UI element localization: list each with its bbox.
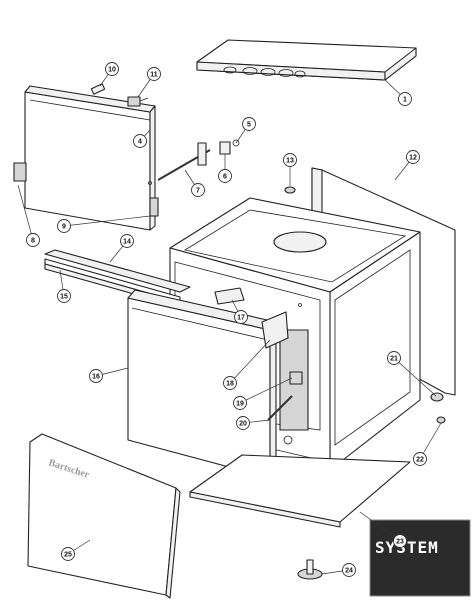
callout-circle xyxy=(120,234,134,248)
callout-number: 12 xyxy=(409,155,417,162)
callout-21: 21 xyxy=(387,351,437,397)
callout-15: 15 xyxy=(57,269,71,303)
callout-circle xyxy=(236,416,250,430)
callout-12: 12 xyxy=(394,150,420,181)
callout-number: 11 xyxy=(150,72,158,79)
latch-part xyxy=(289,371,303,385)
callout-circle xyxy=(191,183,205,197)
hinge-clip xyxy=(219,139,240,155)
leader-line xyxy=(239,377,293,404)
adjustable-foot xyxy=(297,559,323,580)
callout-circle xyxy=(387,351,401,365)
callout-13: 13 xyxy=(283,153,297,186)
callout-circle xyxy=(413,452,427,466)
callout-number: 17 xyxy=(237,315,245,322)
callout-circle xyxy=(233,396,247,410)
callout-circle xyxy=(342,563,356,577)
leader-line xyxy=(63,215,151,227)
callout-circle xyxy=(105,62,119,76)
right-fittings xyxy=(430,392,446,424)
callout-number: 14 xyxy=(123,239,131,246)
callout-circle xyxy=(242,117,256,131)
front-door xyxy=(127,289,277,479)
lower-rod xyxy=(267,395,293,421)
callout-number: 20 xyxy=(239,421,247,428)
callout-circle xyxy=(398,92,412,106)
callout-20: 20 xyxy=(236,416,271,430)
handle-bracket xyxy=(214,287,245,305)
callout-number: 8 xyxy=(31,238,35,245)
callout-circle xyxy=(26,233,40,247)
callout-circle xyxy=(218,169,232,183)
leader-line xyxy=(359,511,401,542)
leader-line xyxy=(229,339,271,384)
callout-8: 8 xyxy=(17,184,40,247)
top-cap-part xyxy=(284,186,296,194)
callout-number: 24 xyxy=(345,568,353,575)
callout-22: 22 xyxy=(413,422,442,466)
callout-9: 9 xyxy=(57,215,151,233)
base-plate xyxy=(189,454,411,528)
callout-circle xyxy=(57,289,71,303)
callout-circle xyxy=(406,150,420,164)
callout-circle xyxy=(61,547,75,561)
callout-circle xyxy=(57,219,71,233)
callout-14: 14 xyxy=(109,234,134,263)
screw-part xyxy=(90,83,106,95)
callout-number: 9 xyxy=(62,224,66,231)
callout-number: 10 xyxy=(108,67,116,74)
callout-17: 17 xyxy=(231,299,248,324)
kick-panel: Bartscher xyxy=(27,433,181,599)
side-bracket xyxy=(261,311,289,349)
watermark-text: SYSTEM xyxy=(375,538,439,557)
callout-23: 23 xyxy=(359,511,407,548)
callout-6: 6 xyxy=(218,154,232,183)
bracket-part xyxy=(127,96,149,107)
left-door-panel xyxy=(13,85,159,231)
callout-number: 6 xyxy=(223,174,227,181)
callout-16: 16 xyxy=(89,367,129,383)
callout-number: 19 xyxy=(236,401,244,408)
callout-11: 11 xyxy=(137,67,161,98)
callout-18: 18 xyxy=(223,339,271,390)
callout-number: 22 xyxy=(416,457,424,464)
watermark-logo: SYSTEM xyxy=(369,519,471,597)
callout-number: 25 xyxy=(64,552,72,559)
callout-4: 4 xyxy=(133,129,151,148)
callout-24: 24 xyxy=(321,563,356,577)
callout-circle xyxy=(89,369,103,383)
callout-circle xyxy=(147,67,161,81)
callout-19: 19 xyxy=(233,377,293,410)
callout-number: 7 xyxy=(196,188,200,195)
callout-number: 5 xyxy=(247,122,251,129)
callout-number: 16 xyxy=(92,374,100,381)
callout-number: 23 xyxy=(396,539,404,546)
callout-circle xyxy=(133,134,147,148)
rod-part xyxy=(157,142,211,181)
callout-number: 21 xyxy=(390,356,398,363)
callout-number: 4 xyxy=(138,139,142,146)
callout-number: 18 xyxy=(226,381,234,388)
callout-5: 5 xyxy=(235,117,256,144)
callout-25: 25 xyxy=(61,539,91,561)
callout-7: 7 xyxy=(184,169,205,197)
callout-circle xyxy=(234,310,248,324)
callout-circle xyxy=(223,376,237,390)
callout-10: 10 xyxy=(99,62,119,87)
callout-circle xyxy=(393,534,407,548)
callout-number: 15 xyxy=(60,294,68,301)
callout-number: 13 xyxy=(286,158,294,165)
callout-1: 1 xyxy=(384,79,412,106)
callout-circle xyxy=(283,153,297,167)
leader-line xyxy=(17,184,34,241)
top-control-lid xyxy=(196,39,417,81)
callout-number: 1 xyxy=(403,97,407,104)
leader-line xyxy=(393,357,437,397)
